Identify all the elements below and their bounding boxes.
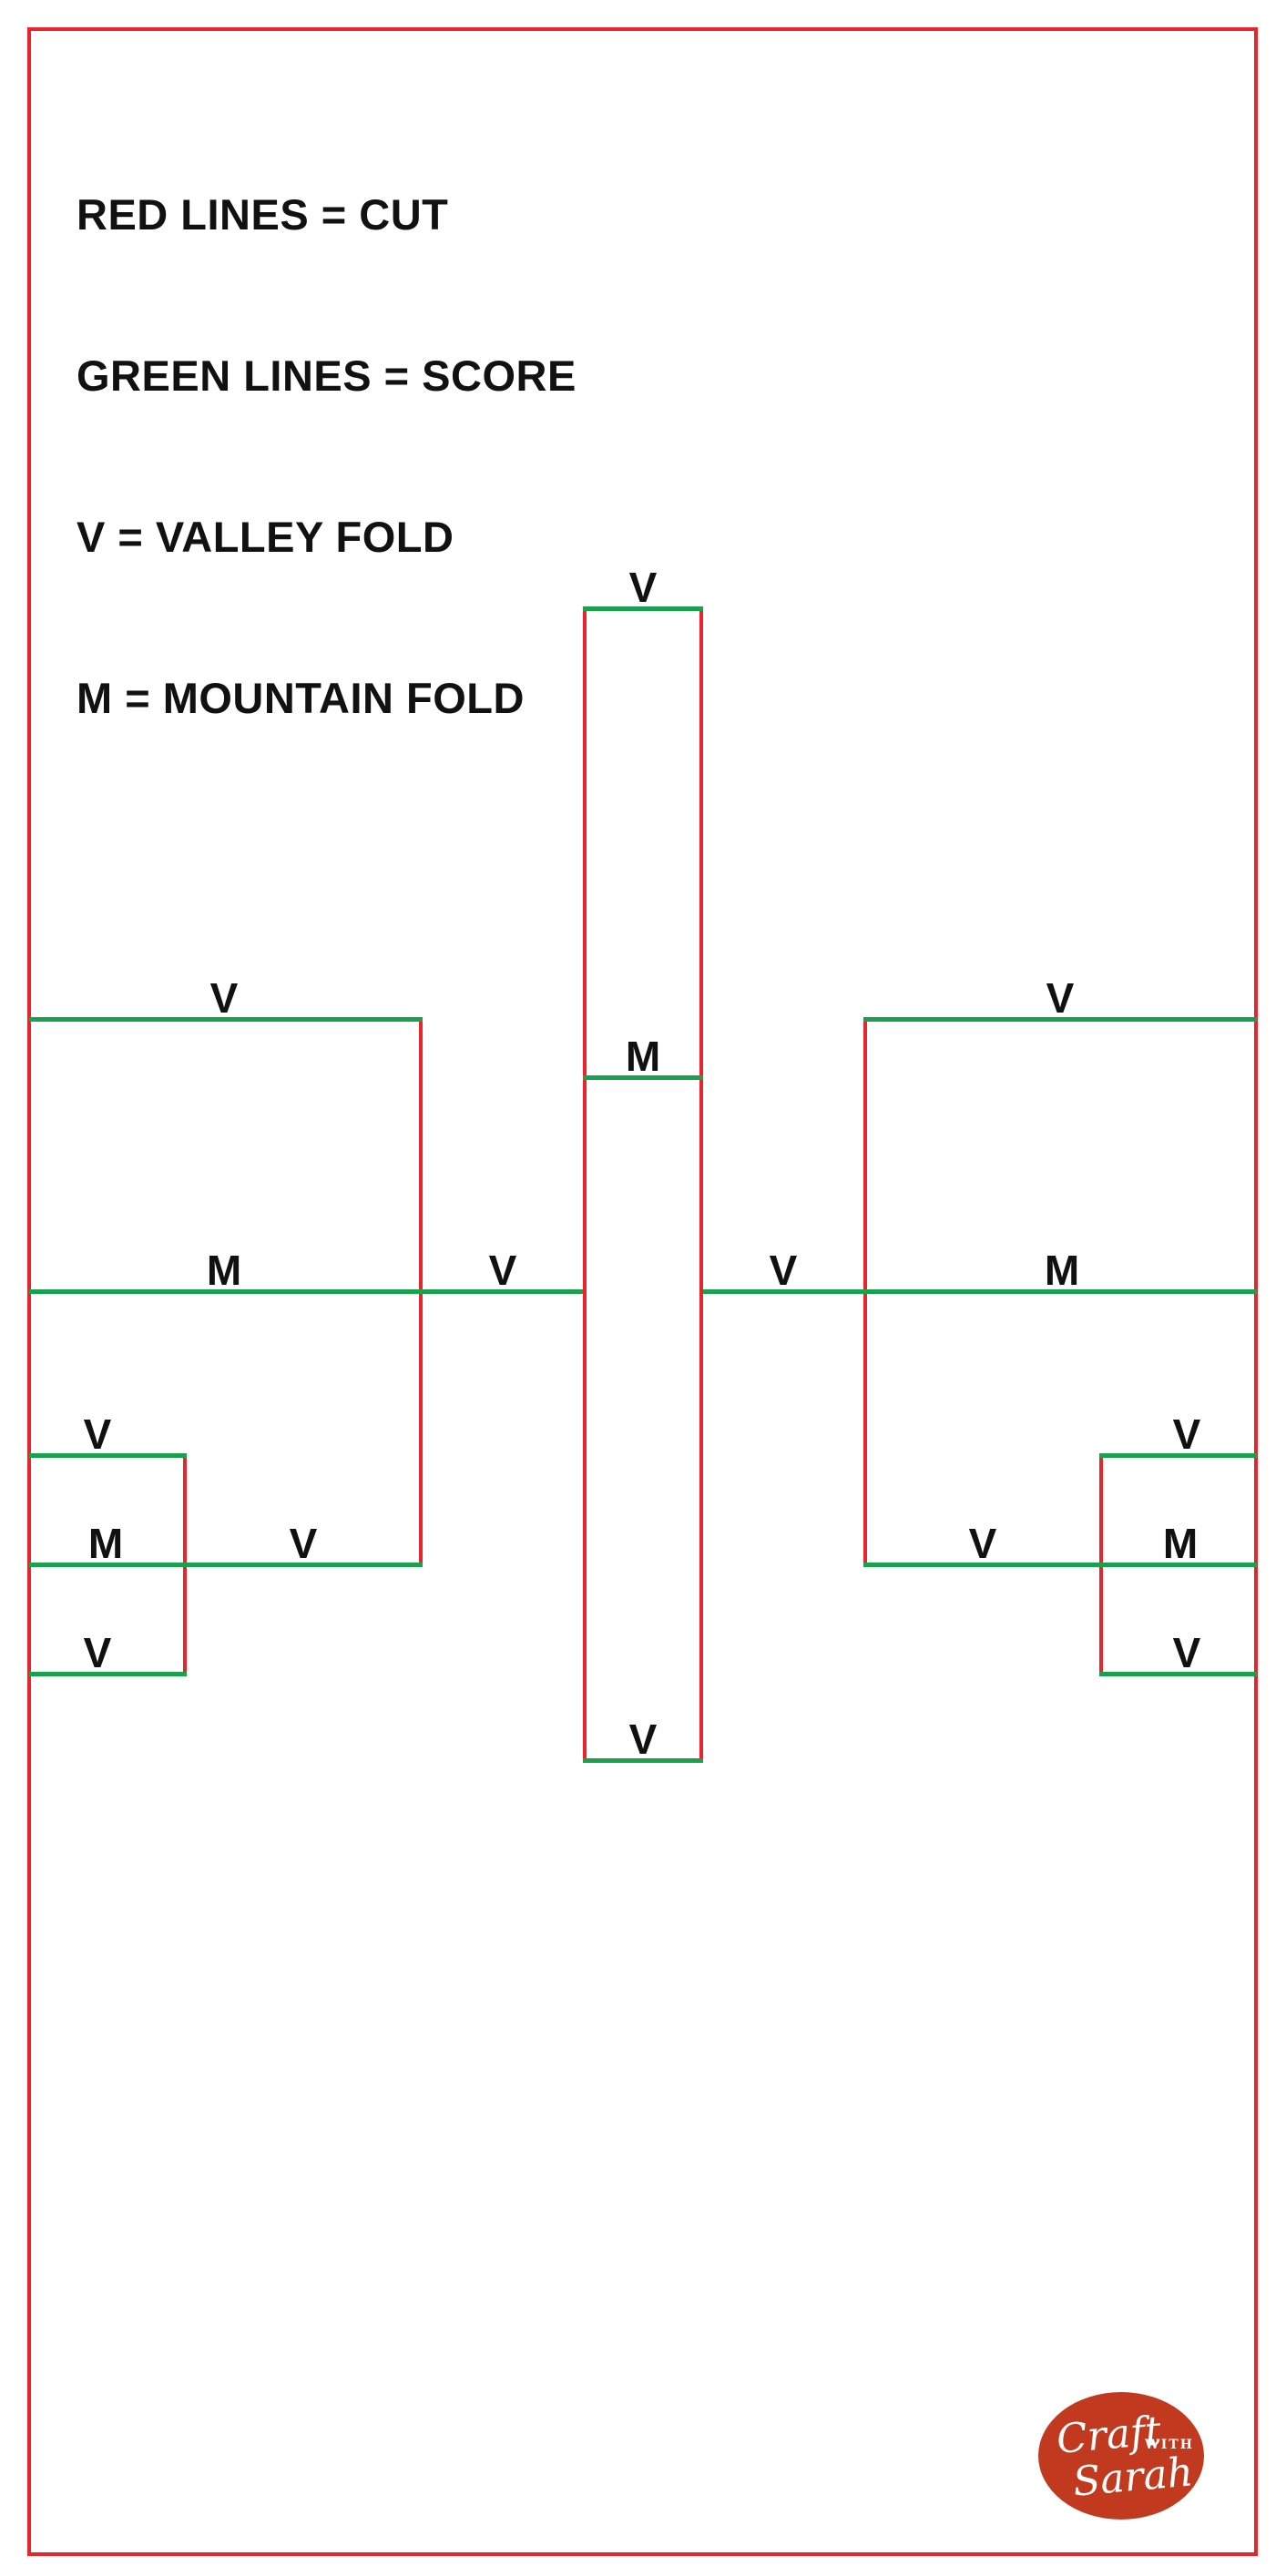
legend-line-green-score: GREEN LINES = SCORE: [77, 351, 577, 400]
logo-word-with: WITH: [1145, 2438, 1194, 2452]
fold-label-left-flap-middle: M: [206, 1247, 242, 1294]
legend-line-valley-fold: V = VALLEY FOLD: [77, 513, 454, 561]
fold-label-right-of-strip-middle: V: [769, 1247, 798, 1294]
fold-label-right-small-mid-v: V: [968, 1520, 997, 1567]
legend-line-mountain-fold: M = MOUNTAIN FOLD: [77, 674, 525, 722]
fold-label-left-flap-top: V: [209, 974, 239, 1022]
legend-line-red-cut: RED LINES = CUT: [77, 190, 449, 239]
score-line-left-small-middle: [29, 1563, 423, 1567]
fold-label-left-small-bottom: V: [83, 1629, 112, 1676]
score-line-right-small-top: [1099, 1453, 1257, 1458]
score-line-right-small-middle: [863, 1563, 1257, 1567]
fold-label-center-strip-bottom: V: [628, 1716, 658, 1763]
fold-label-right-small-bottom: V: [1172, 1629, 1201, 1676]
craft-with-sarah-logo: Craft WITH Sarah: [1038, 2392, 1204, 2520]
score-line-center-strip-top: [583, 606, 703, 611]
score-line-middle-left: [29, 1289, 583, 1294]
fold-label-center-strip-top: V: [628, 564, 658, 611]
fold-label-right-flap-top: V: [1046, 974, 1075, 1022]
logo-word-sarah: Sarah: [1071, 2449, 1195, 2506]
fold-label-right-flap-middle: M: [1044, 1247, 1080, 1294]
score-line-right-flap-top: [863, 1017, 1257, 1022]
legend: RED LINES = CUT GREEN LINES = SCORE V = …: [77, 80, 577, 832]
fold-label-right-small-top: V: [1172, 1410, 1201, 1458]
score-line-left-small-top: [29, 1453, 187, 1458]
fold-label-right-small-mid-m: M: [1162, 1520, 1199, 1567]
fold-label-left-small-mid-m: M: [87, 1520, 124, 1567]
score-line-right-small-bottom: [1099, 1672, 1257, 1676]
score-line-left-flap-top: [29, 1017, 423, 1022]
score-line-center-strip-bottom: [583, 1758, 703, 1763]
score-line-middle-right: [703, 1289, 1257, 1294]
fold-label-center-strip-middle: M: [625, 1033, 661, 1080]
cut-line-center-strip-right: [699, 608, 703, 1762]
score-line-left-small-bottom: [29, 1672, 187, 1676]
score-line-center-strip-middle: [583, 1075, 703, 1080]
cut-line-center-strip-left: [583, 608, 587, 1762]
fold-label-left-small-top: V: [83, 1410, 112, 1458]
fold-label-left-of-strip-middle: V: [488, 1247, 517, 1294]
fold-label-left-small-mid-v: V: [289, 1520, 318, 1567]
